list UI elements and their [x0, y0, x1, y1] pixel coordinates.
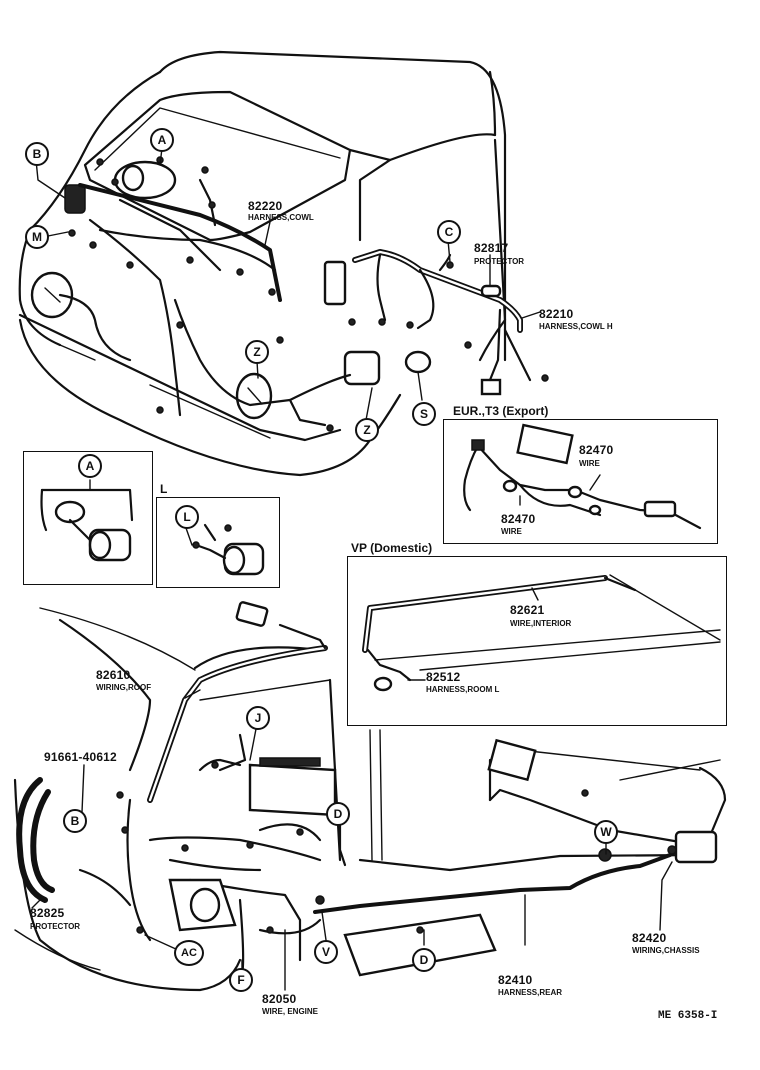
- callout-ac: AC: [174, 940, 204, 966]
- part-number-82220: 82220: [248, 199, 283, 213]
- part-number-82825: 82825: [30, 906, 65, 920]
- callout-b-bottom: B: [63, 809, 87, 833]
- diagram-code: ME 6358-I: [658, 1010, 718, 1022]
- inset-box-export: [443, 419, 718, 544]
- callout-f: F: [229, 968, 253, 992]
- part-number-82512: 82512: [426, 670, 461, 684]
- callout-l-inset: L: [175, 505, 199, 529]
- part-number-91661-40612: 91661-40612: [44, 750, 117, 764]
- callout-w: W: [594, 820, 618, 844]
- inset-box-domestic: [347, 556, 727, 726]
- inset-export-drawing: [463, 423, 702, 530]
- part-name-82220: HARNESS,COWL: [248, 213, 314, 222]
- inset-l-drawing: [185, 523, 265, 576]
- part-name-82410: HARNESS,REAR: [498, 988, 563, 997]
- part-number-82210: 82210: [539, 307, 574, 321]
- callout-s: S: [412, 402, 436, 426]
- callout-a-inset: A: [78, 454, 102, 478]
- callout-a: A: [150, 128, 174, 152]
- inset-heading-domestic: VP (Domestic): [351, 541, 433, 555]
- callout-z-top: Z: [245, 340, 269, 364]
- callout-v: V: [314, 940, 338, 964]
- callout-z-bottom: Z: [355, 418, 379, 442]
- part-name-82210: HARNESS,COWL H: [539, 322, 613, 331]
- callout-m: M: [25, 225, 49, 249]
- part-number-82420: 82420: [632, 931, 667, 945]
- part-number-82410: 82410: [498, 973, 533, 987]
- part-number-82470-upper: 82470: [579, 443, 614, 457]
- callout-b: B: [25, 142, 49, 166]
- part-name-82825: PROTECTOR: [30, 922, 81, 931]
- part-name-82050: WIRE, ENGINE: [262, 1007, 319, 1016]
- inset-heading-l: L: [160, 482, 168, 496]
- part-name-82512: HARNESS,ROOM L: [426, 685, 500, 694]
- inset-box-l: [156, 497, 280, 588]
- inset-heading-export: EUR.,T3 (Export): [453, 404, 549, 418]
- part-number-82610: 82610: [96, 668, 131, 682]
- part-number-82050: 82050: [262, 992, 297, 1006]
- part-name-82610: WIRING,ROOF: [96, 683, 152, 692]
- part-name-82420: WIRING,CHASSIS: [632, 946, 700, 955]
- rear-body-drawing: [13, 601, 727, 992]
- part-number-82470-lower: 82470: [501, 512, 536, 526]
- inset-box-a: [23, 451, 153, 585]
- callout-d-upper: D: [326, 802, 350, 826]
- callout-j: J: [246, 706, 270, 730]
- part-name-82817: PROTECTOR: [474, 257, 525, 266]
- part-number-82621: 82621: [510, 603, 545, 617]
- part-name-82621: WIRE,INTERIOR: [510, 619, 572, 628]
- part-name-82470-upper: WIRE: [579, 459, 600, 468]
- inset-a-drawing: [40, 479, 134, 562]
- inset-domestic-drawing: [362, 574, 721, 692]
- callout-d-lower: D: [412, 948, 436, 972]
- part-number-82817: 82817: [474, 241, 509, 255]
- part-name-82470-lower: WIRE: [501, 527, 522, 536]
- callout-c: C: [437, 220, 461, 244]
